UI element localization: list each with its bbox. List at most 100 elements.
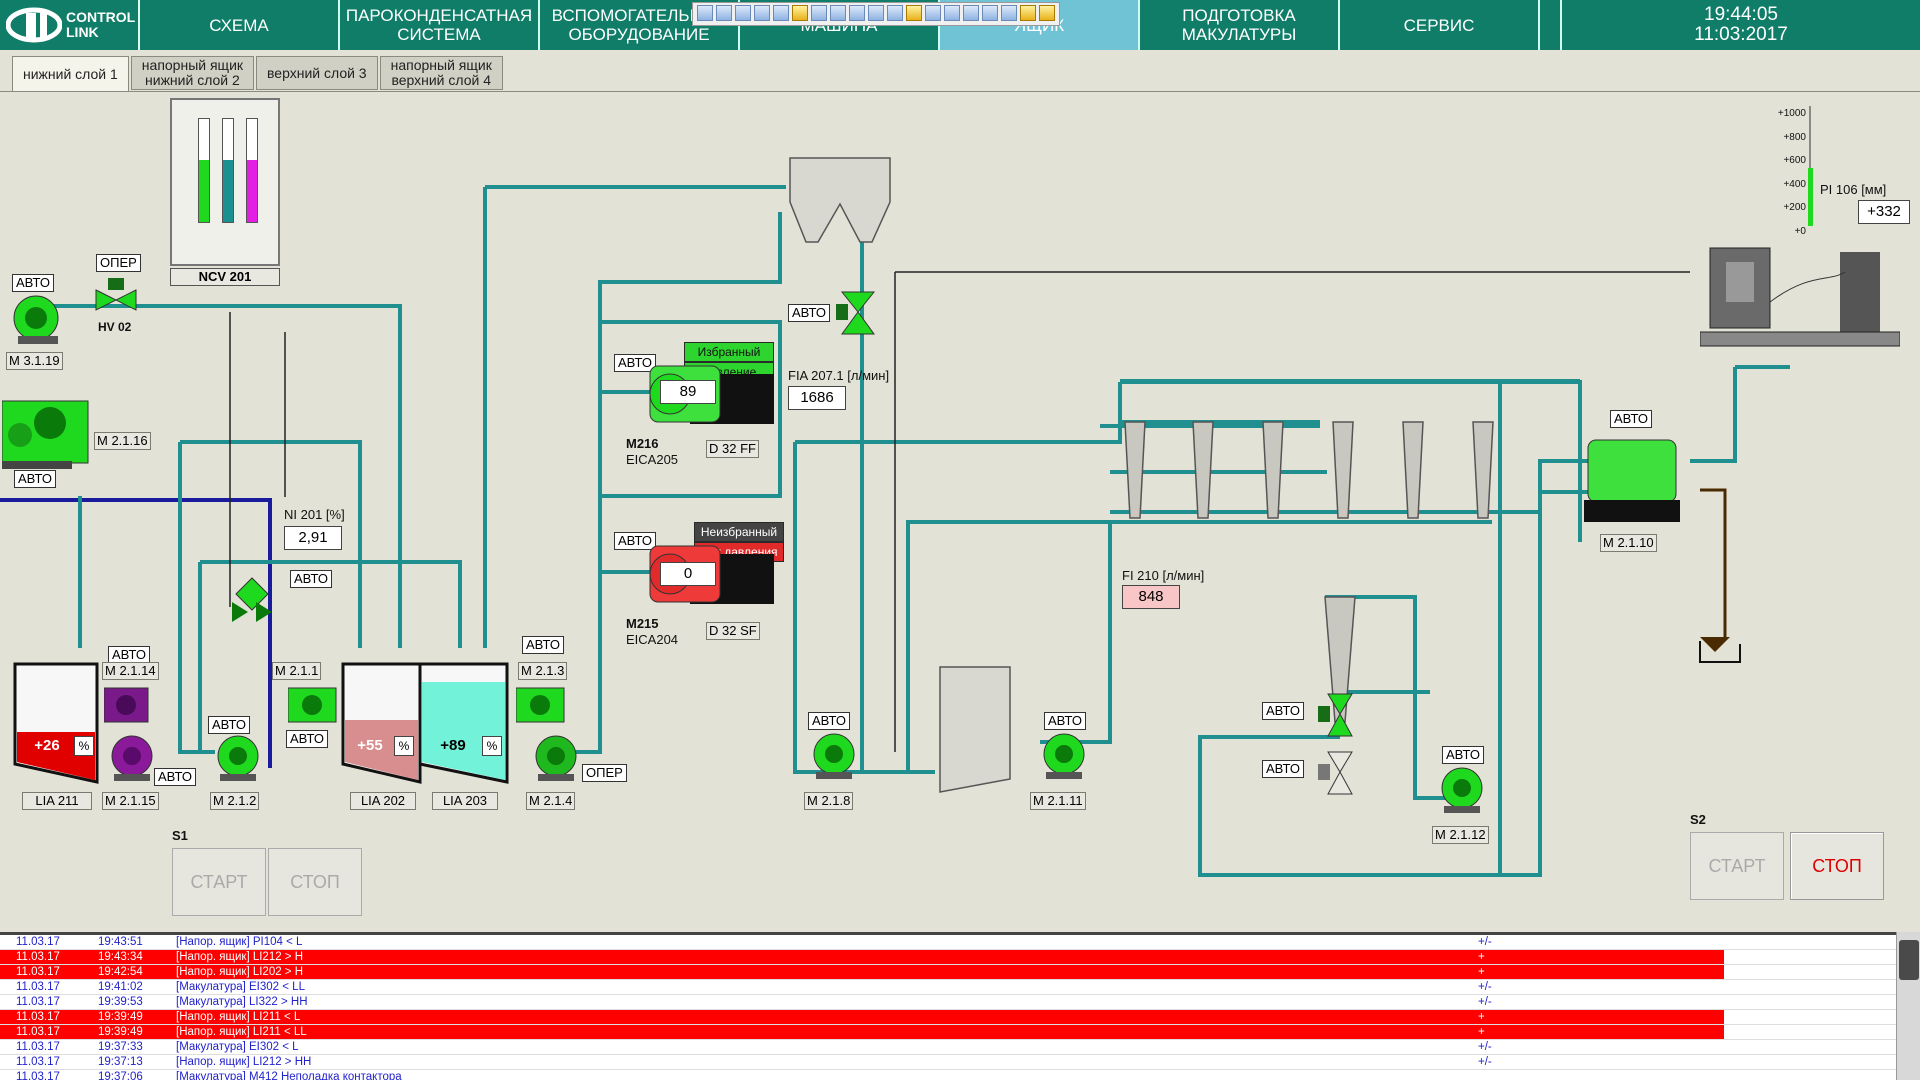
toolbar-icon[interactable] [716,5,732,21]
m2116-mode[interactable]: АВТО [14,470,56,488]
clock: 19:44:05 11:03:2017 [1560,0,1920,50]
motor-icon[interactable] [104,686,150,726]
motor-icon[interactable] [288,686,338,726]
m216-mode[interactable]: АВТО [614,354,656,372]
alarm-time: 19:39:49 [98,1026,143,1038]
fia-valve-mode[interactable]: АВТО [788,304,830,322]
pump-icon[interactable] [810,732,858,780]
pump-icon[interactable] [1438,766,1486,814]
m2111-mode[interactable]: АВТО [1044,712,1086,730]
s1-start-button[interactable]: СТАРТ [172,848,266,916]
valve-icon[interactable] [1318,690,1362,740]
tick-label: +600 [1783,155,1806,166]
pump-icon[interactable] [532,734,580,782]
toolbar-icon[interactable] [811,5,827,21]
alarm-time: 19:41:02 [98,981,143,993]
motor-icon[interactable] [2,399,90,469]
alarm-time: 19:37:33 [98,1041,143,1053]
m215-mode[interactable]: АВТО [614,532,656,550]
screen-icon[interactable] [1584,430,1680,526]
toolbar-icon[interactable] [906,5,922,21]
m2112-mode[interactable]: АВТО [1442,746,1484,764]
toolbar-icon[interactable] [773,5,789,21]
toolbar-icon[interactable] [982,5,998,21]
m2115-mode[interactable]: АВТО [154,768,196,786]
hv02-mode[interactable]: ОПЕР [96,254,141,272]
toolbar-icon[interactable] [887,5,903,21]
m2116-tag: M 2.1.16 [94,432,151,450]
m212-mode[interactable]: АВТО [208,716,250,734]
nav-schema[interactable]: СХЕМА [140,0,340,50]
lia211-tag: LIA 211 [22,792,92,810]
pump-icon[interactable] [108,734,156,782]
alarm-time: 19:39:49 [98,1011,143,1023]
tick-label: +200 [1783,202,1806,213]
valve-icon[interactable] [94,274,144,314]
pump-icon[interactable] [1040,732,1088,780]
m211-mode[interactable]: АВТО [286,730,328,748]
valve-icon[interactable] [836,288,880,338]
logo-text-2: LINK [66,24,99,40]
pump-icon[interactable] [10,292,66,344]
m2110-mode[interactable]: АВТО [1610,410,1652,428]
logo-text-1: CONTROL [66,9,136,25]
alarm-text: [Макулатура] EI302 < LL [176,981,305,993]
alarm-date: 11.03.17 [16,981,60,993]
valve-2-mode[interactable]: АВТО [1262,760,1304,778]
scrollbar-thumb[interactable] [1899,940,1919,980]
valve-1-mode[interactable]: АВТО [1262,702,1304,720]
tab-top-layer-3[interactable]: верхний слой 3 [256,56,378,90]
valve-icon[interactable] [1318,748,1362,798]
toolbar-icon[interactable] [1001,5,1017,21]
toolbar-icon[interactable] [849,5,865,21]
toolbar-icon[interactable] [1020,5,1036,21]
m214-mode[interactable]: ОПЕР [582,764,627,782]
eica205-label: EICA205 [626,452,679,467]
toolbar-icon[interactable] [830,5,846,21]
nav-service[interactable]: СЕРВИС [1340,0,1540,50]
toolbar-icon[interactable] [925,5,941,21]
toolbar-icon[interactable] [944,5,960,21]
toolbar-icon[interactable] [1039,5,1055,21]
toolbar-icon[interactable] [735,5,751,21]
pipe-network [0,157,1790,877]
ni201-value: 2,91 [284,526,342,550]
m213-mode[interactable]: АВТО [522,636,564,654]
m3119-mode[interactable]: АВТО [12,274,54,292]
clock-time: 19:44:05 [1704,4,1778,25]
toolbar-icon[interactable] [754,5,770,21]
motor-icon[interactable] [516,686,566,726]
d32ff-tag: D 32 FF [706,440,759,458]
pump-icon[interactable] [214,734,262,782]
toolbar-icon[interactable] [963,5,979,21]
control-valve-icon[interactable] [226,572,288,626]
toolbar-icon[interactable] [792,5,808,21]
headbox-machine-icon [1700,247,1900,347]
m218-mode[interactable]: АВТО [808,712,850,730]
toolbar-icon[interactable] [697,5,713,21]
s2-start-button[interactable]: СТАРТ [1690,832,1784,900]
toolbar-icon[interactable] [868,5,884,21]
s1-stop-button[interactable]: СТОП [268,848,362,916]
tab-divider [0,91,1920,92]
alarm-log-scrollbar[interactable] [1896,932,1920,1080]
s2-stop-button[interactable]: СТОП [1790,832,1884,900]
tab-bottom-layer-1[interactable]: нижний слой 1 [12,56,129,92]
ncv-valve-mode[interactable]: АВТО [290,570,332,588]
